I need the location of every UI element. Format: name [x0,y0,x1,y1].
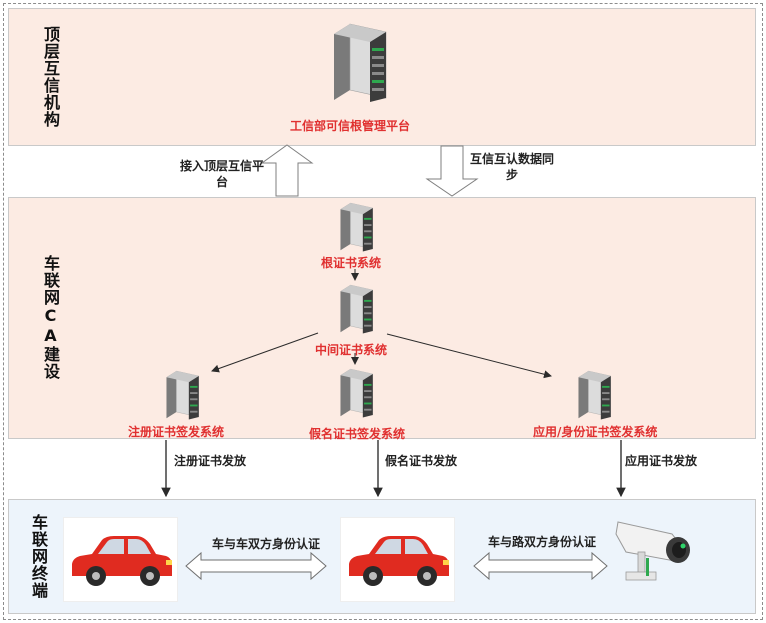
vehicle-card [340,517,455,602]
label-miit-platform: 工信部可信根管理平台 [290,119,411,133]
layer-title-ca: 车联网CA建设 [41,255,60,380]
label-application-ca: 应用/身份证书签发系统 [533,425,658,439]
car-icon [72,536,172,586]
roadside-camera-icon [612,512,696,588]
layer-title-terminal: 车联网终端 [29,514,48,599]
server-icon [164,368,200,424]
server-icon [338,282,374,338]
v2i-double-arrow [473,551,608,581]
label-registration-ca: 注册证书签发系统 [128,425,225,439]
car-icon [349,536,449,586]
server-icon [576,368,612,424]
arrow-intermediate-to-application [386,333,552,379]
server-icon [330,20,388,106]
label-issue-registration: 注册证书发放 [174,454,247,468]
label-access-top: 接入顶层互信平台 [180,159,265,189]
down-block-arrow [425,145,479,197]
label-root-ca: 根证书系统 [321,256,382,270]
label-intermediate-ca: 中间证书系统 [315,343,388,357]
vehicle-card [63,517,178,602]
label-issue-application: 应用证书发放 [625,454,698,468]
up-block-arrow [260,144,314,197]
label-sync: 互信互认数据同步 [470,152,555,182]
server-icon [338,366,374,422]
server-icon [338,200,374,256]
label-pseudonym-ca: 假名证书签发系统 [309,427,406,441]
label-v2i-auth: 车与路双方身份认证 [488,535,597,549]
label-issue-pseudonym: 假名证书发放 [385,454,458,468]
outer-frame [3,3,763,620]
v2v-double-arrow [185,551,327,581]
layer-ca-construction [8,197,756,439]
arrow-intermediate-to-registration [211,332,319,373]
label-v2v-auth: 车与车双方身份认证 [212,537,321,551]
layer-title-top: 顶层互信机构 [41,26,60,128]
